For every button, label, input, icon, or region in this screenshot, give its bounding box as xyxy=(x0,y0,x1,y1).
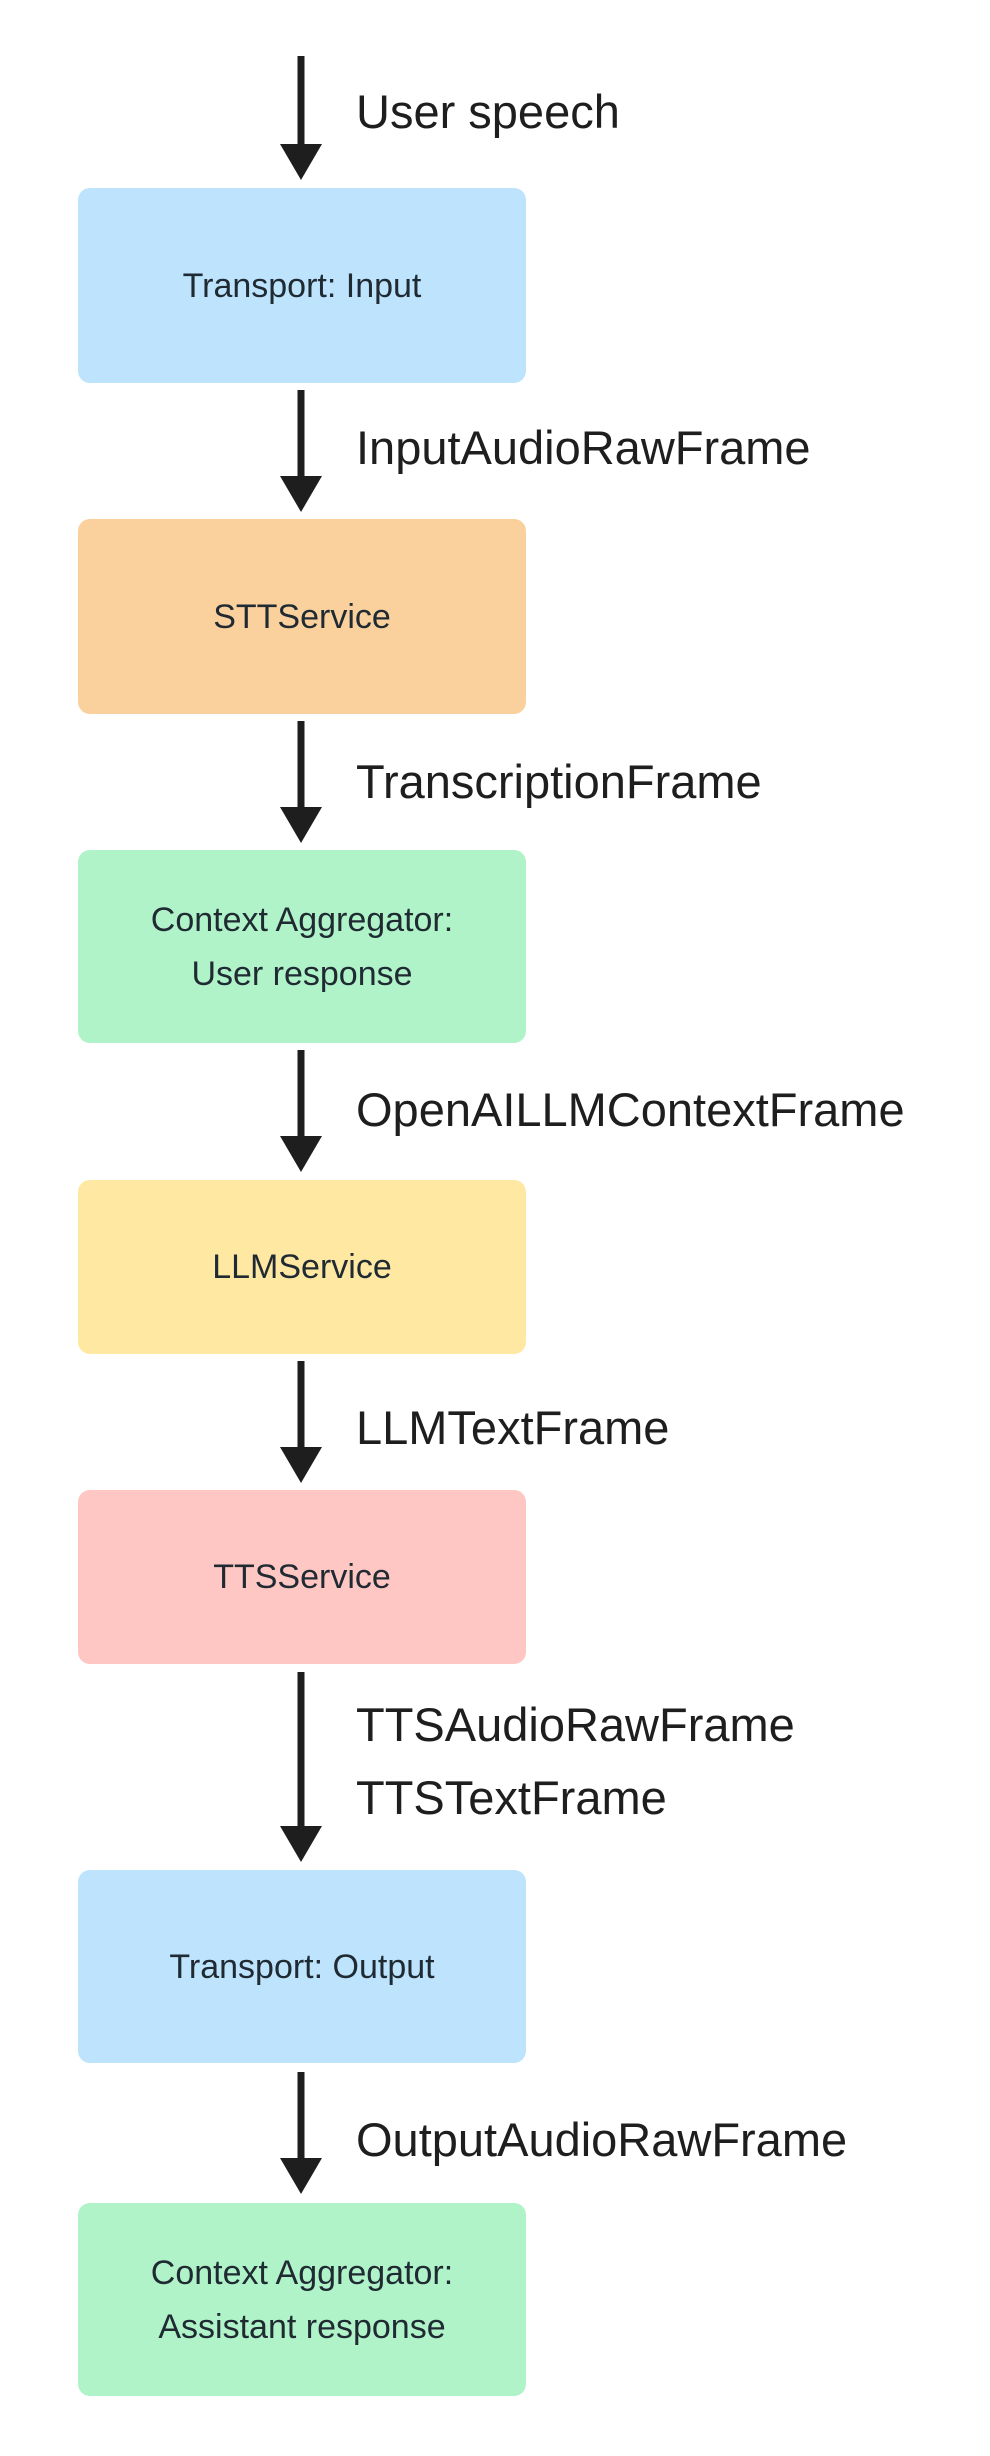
node-label: TTSService xyxy=(213,1558,391,1596)
flow-arrow xyxy=(278,390,324,512)
node-transport-output: Transport: Output xyxy=(78,1870,526,2063)
node-llm-service: LLMService xyxy=(78,1180,526,1354)
node-label: LLMService xyxy=(212,1248,392,1286)
node-label: User response xyxy=(191,954,413,993)
node-context-aggregator-user: Context Aggregator: User response xyxy=(78,850,526,1043)
flow-arrow xyxy=(278,1361,324,1483)
flow-arrow xyxy=(278,56,324,180)
flow-arrow xyxy=(278,1672,324,1862)
node-stt-service: STTService xyxy=(78,519,526,714)
flow-arrow xyxy=(278,721,324,843)
edge-label: OutputAudioRawFrame xyxy=(356,2113,848,2166)
node-label: Transport: Output xyxy=(169,1947,435,1986)
edge-label: LLMTextFrame xyxy=(356,1401,670,1454)
node-context-aggregator-assistant: Context Aggregator: Assistant response xyxy=(78,2203,526,2396)
flow-arrow xyxy=(278,2072,324,2194)
edge-label: TTSAudioRawFrame xyxy=(356,1698,795,1751)
flow-arrow xyxy=(278,1050,324,1172)
node-label: Transport: Input xyxy=(182,266,422,305)
edge-label: OpenAILLMContextFrame xyxy=(356,1083,905,1136)
node-tts-service: TTSService xyxy=(78,1490,526,1664)
node-label: STTService xyxy=(213,597,391,636)
edge-label: InputAudioRawFrame xyxy=(356,421,811,474)
edge-label: User speech xyxy=(356,85,620,138)
edge-label: TTSTextFrame xyxy=(356,1771,667,1824)
edge-label: TranscriptionFrame xyxy=(356,755,762,808)
node-label: Assistant response xyxy=(158,2307,446,2346)
node-label: Context Aggregator: xyxy=(150,2253,454,2292)
node-label: Context Aggregator: xyxy=(150,900,454,939)
node-transport-input: Transport: Input xyxy=(78,188,526,383)
